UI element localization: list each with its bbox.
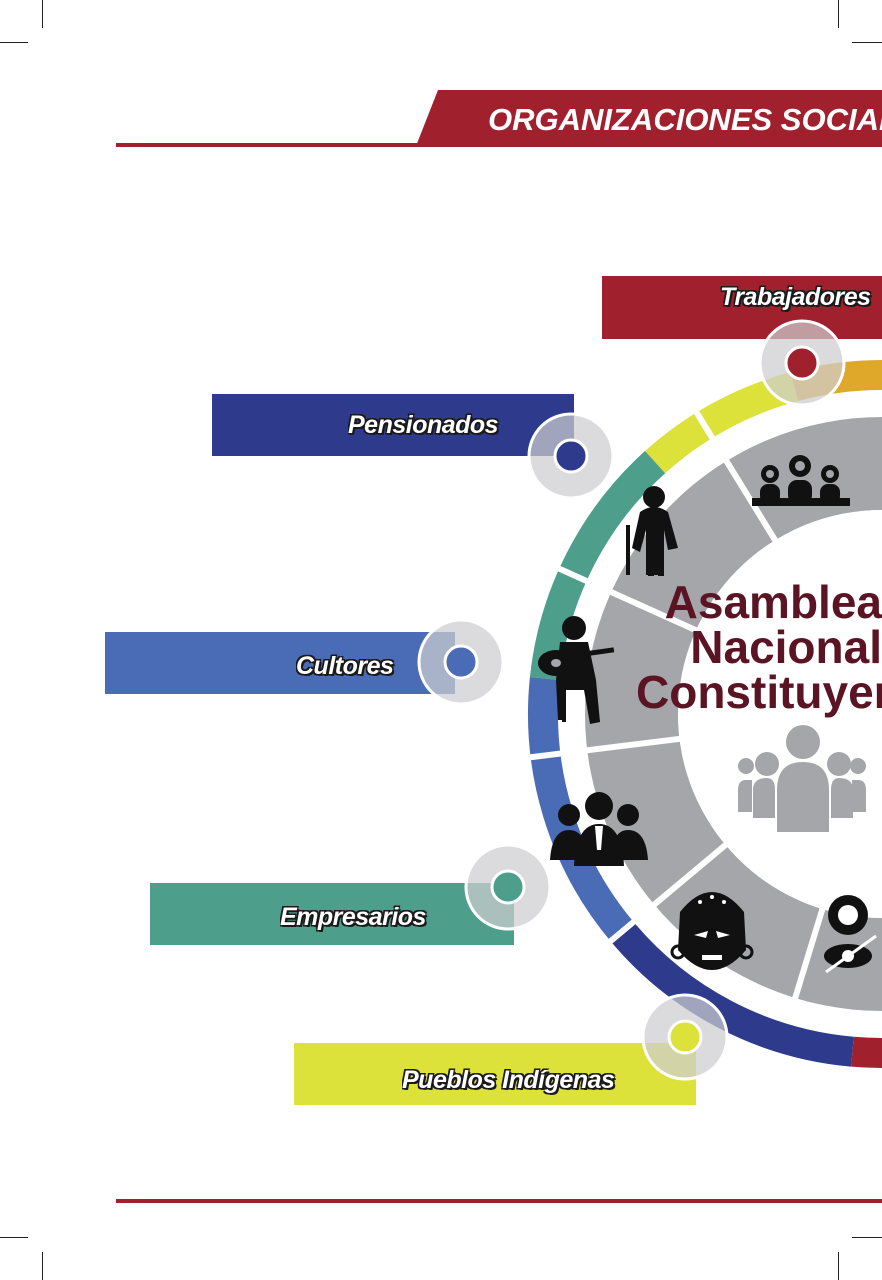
node-cultores-dot bbox=[443, 644, 479, 680]
arc-segment-trabajadores bbox=[851, 1036, 882, 1068]
crop-mark bbox=[0, 1237, 28, 1238]
band-empresarios bbox=[150, 883, 514, 945]
center-title-line-2: Nacional bbox=[690, 621, 882, 673]
crop-mark bbox=[0, 42, 28, 43]
disability-icon bbox=[824, 895, 877, 974]
crop-mark bbox=[42, 1252, 43, 1280]
band-label-empresarios: Empresarios bbox=[280, 903, 426, 931]
band-label-trabajadores: Trabajadores bbox=[720, 283, 871, 311]
elderly-person-icon bbox=[626, 486, 678, 576]
band-label-cultores: Cultores bbox=[296, 652, 394, 680]
node-markers bbox=[417, 319, 846, 1081]
workers-gears-icon bbox=[752, 455, 850, 506]
indigenous-mask-icon bbox=[670, 892, 754, 970]
band-pueblos-indigenas bbox=[294, 1043, 696, 1105]
band-pensionados bbox=[212, 394, 574, 456]
header-rule bbox=[116, 143, 882, 147]
crop-mark bbox=[852, 1237, 882, 1238]
people-group-icon bbox=[738, 725, 866, 832]
page-title: ORGANIZACIONES SOCIALES bbox=[488, 102, 882, 137]
band-trabajadores bbox=[602, 276, 882, 339]
node-empresarios-dot bbox=[490, 869, 526, 905]
arc-segment-cultores bbox=[528, 677, 634, 942]
crop-mark bbox=[852, 42, 882, 43]
header-band bbox=[416, 90, 882, 146]
crop-mark bbox=[838, 0, 839, 28]
business-people-icon bbox=[550, 792, 648, 866]
node-pueblos-indigenas-dot bbox=[667, 1019, 703, 1055]
center-title: Asamblea Nacional Constituyente bbox=[636, 580, 882, 750]
center-title-line-1: Asamblea bbox=[664, 580, 882, 628]
crop-mark bbox=[42, 0, 43, 28]
footer-rule bbox=[116, 1199, 882, 1203]
center-title-line-3: Constituyente bbox=[636, 666, 882, 718]
node-trabajadores-dot bbox=[784, 345, 820, 381]
arc-segment-empresarios bbox=[529, 450, 666, 681]
arc-segment-pensionados bbox=[610, 922, 854, 1067]
node-pensionados-dot bbox=[553, 438, 589, 474]
band-label-pueblos-indigenas: Pueblos Indígenas bbox=[402, 1066, 615, 1094]
guitar-player-icon bbox=[538, 616, 615, 724]
crop-mark bbox=[838, 1252, 839, 1280]
band-label-pensionados: Pensionados bbox=[348, 411, 499, 439]
band-cultores bbox=[105, 632, 455, 694]
